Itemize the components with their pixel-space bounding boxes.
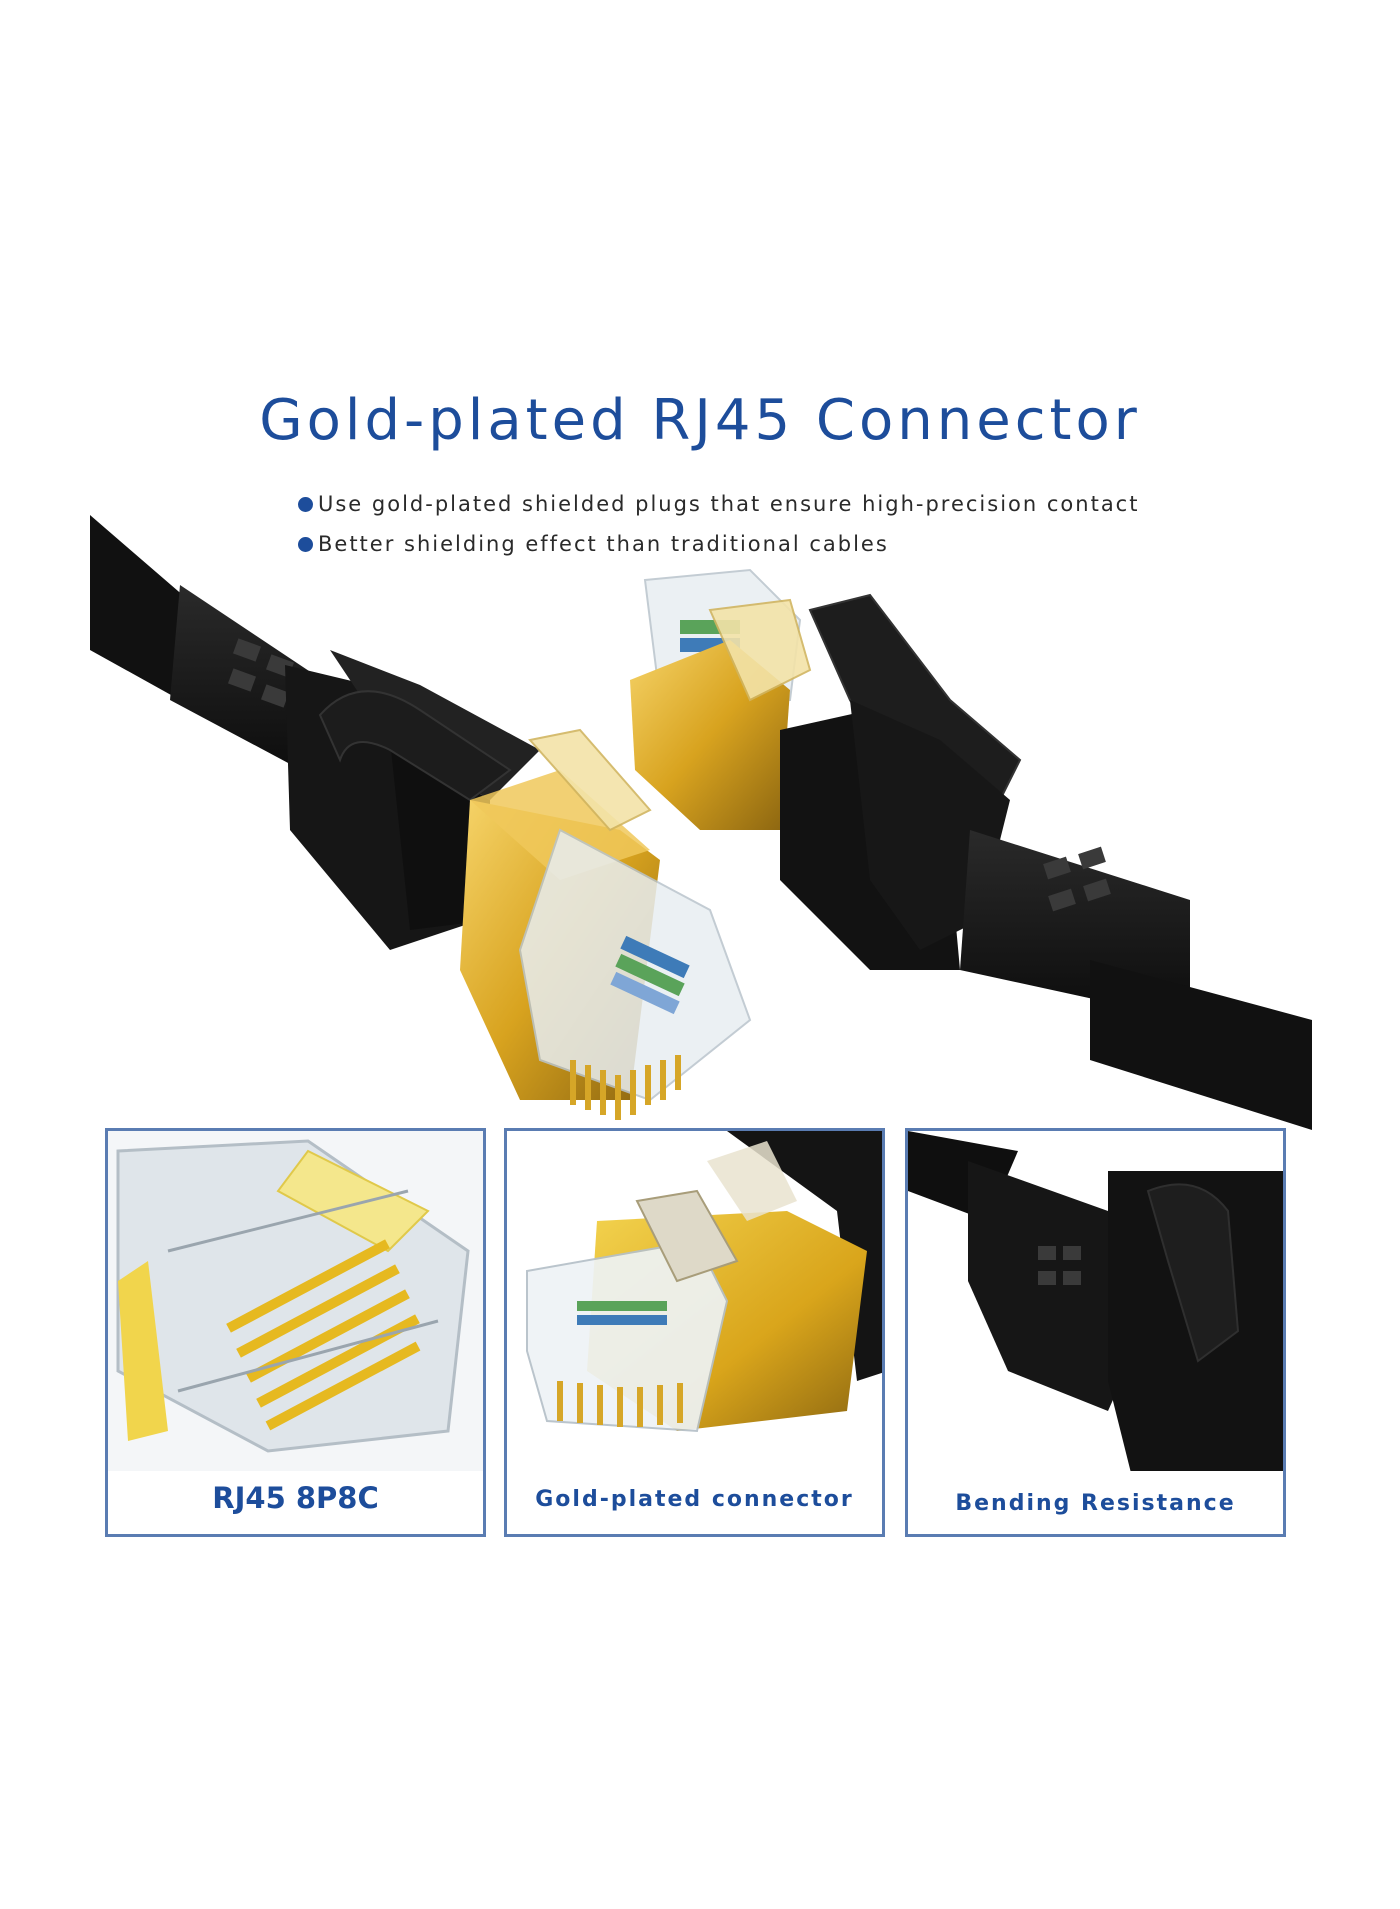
- bending-cable-image: [908, 1131, 1283, 1471]
- left-cable: [90, 515, 752, 1120]
- feature-text: Better shielding effect than traditional…: [318, 532, 889, 556]
- feature-list: Use gold-plated shielded plugs that ensu…: [298, 484, 1139, 564]
- bullet-dot-icon: [298, 537, 313, 552]
- panel-label: Bending Resistance: [955, 1491, 1236, 1516]
- panel-label: RJ45 8P8C: [212, 1481, 379, 1515]
- bullet-dot-icon: [298, 497, 313, 512]
- gold-connector-image: [507, 1131, 882, 1471]
- rj45-closeup-image: [108, 1131, 483, 1471]
- feature-text: Use gold-plated shielded plugs that ensu…: [318, 492, 1140, 516]
- feature-item: Use gold-plated shielded plugs that ensu…: [298, 484, 1139, 524]
- cable-illustration: [90, 515, 1312, 1130]
- page-title: Gold-plated RJ45 Connector: [259, 388, 1141, 453]
- panel-rj45-8p8c: RJ45 8P8C: [105, 1128, 486, 1537]
- right-cable: [630, 568, 1312, 1130]
- panel-gold-plated-connector: Gold-plated connector: [504, 1128, 885, 1537]
- feature-item: Better shielding effect than traditional…: [298, 524, 1139, 564]
- panel-bending-resistance: Bending Resistance: [905, 1128, 1286, 1537]
- panel-label: Gold-plated connector: [535, 1487, 854, 1512]
